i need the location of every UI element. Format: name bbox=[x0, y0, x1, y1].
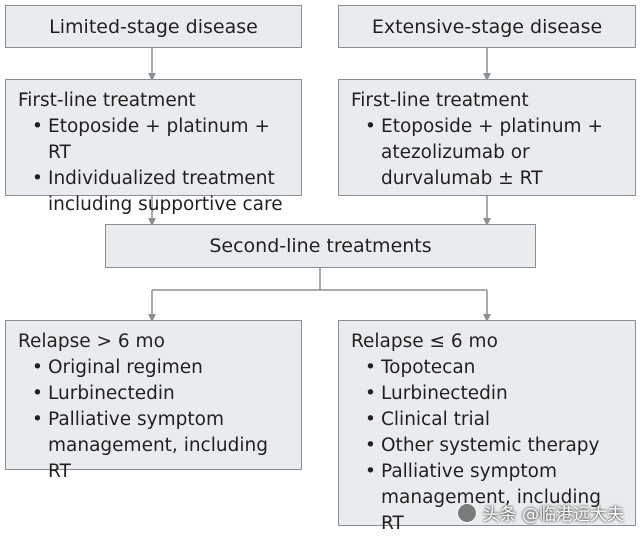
bullet-icon: • bbox=[365, 461, 376, 482]
list-item-line: Etoposide + platinum + bbox=[381, 116, 603, 137]
limited-stage-title: Limited-stage disease bbox=[49, 15, 258, 38]
list-item-line: Etoposide + platinum + RT bbox=[48, 116, 270, 163]
first-line-limited-box: First-line treatment •Etoposide + platin… bbox=[5, 79, 302, 215]
relapse-over-6mo-box: Relapse > 6 mo •Original regimen•Lurbine… bbox=[5, 320, 302, 482]
list-item: •Other systemic therapy bbox=[365, 433, 623, 459]
limited-stage-box: Limited-stage disease bbox=[5, 5, 302, 48]
list-item-line: management, including RT bbox=[381, 487, 601, 534]
list-item-line: Original regimen bbox=[48, 357, 203, 378]
first-line-extensive-list: •Etoposide + platinum + atezolizumab or du… bbox=[351, 114, 623, 192]
relapse-within-6mo-list: •Topotecan•Lurbinectedin•Clinical trial•… bbox=[351, 355, 623, 537]
watermark-logo-icon bbox=[456, 502, 477, 523]
first-line-limited-heading: First-line treatment bbox=[18, 90, 196, 111]
first-line-extensive-box: First-line treatment •Etoposide + platin… bbox=[338, 79, 636, 196]
list-item: •Individualized treatment including suppo… bbox=[32, 166, 289, 218]
bullet-icon: • bbox=[32, 168, 43, 189]
bullet-icon: • bbox=[32, 116, 43, 137]
relapse-over-6mo-heading: Relapse > 6 mo bbox=[18, 331, 165, 352]
relapse-over-6mo-list: •Original regimen•Lurbinectedin•Palliati… bbox=[18, 355, 289, 485]
list-item: •Lurbinectedin bbox=[365, 381, 623, 407]
list-item-line: including supportive care bbox=[48, 194, 283, 215]
bullet-icon: • bbox=[365, 383, 376, 404]
first-line-limited-list: •Etoposide + platinum + RT•Individualize… bbox=[18, 114, 289, 218]
bullet-icon: • bbox=[365, 116, 376, 137]
first-line-extensive-heading: First-line treatment bbox=[351, 90, 529, 111]
list-item: •Clinical trial bbox=[365, 407, 623, 433]
list-item: •Palliative symptom management, including… bbox=[32, 407, 289, 485]
list-item-line: durvalumab ± RT bbox=[381, 168, 543, 189]
list-item: •Palliative symptom management, including… bbox=[365, 459, 623, 537]
relapse-within-6mo-box: Relapse ≤ 6 mo •Topotecan•Lurbinectedin•… bbox=[338, 320, 636, 534]
list-item: •Lurbinectedin bbox=[32, 381, 289, 407]
list-item-line: atezolizumab or bbox=[381, 142, 530, 163]
bullet-icon: • bbox=[365, 357, 376, 378]
list-item: •Etoposide + platinum + atezolizumab or du… bbox=[365, 114, 623, 192]
watermark-text: 头条 @临港远大夫 bbox=[482, 505, 624, 525]
list-item-line: Palliative symptom bbox=[48, 409, 224, 430]
extensive-stage-box: Extensive-stage disease bbox=[338, 5, 636, 48]
list-item: •Etoposide + platinum + RT bbox=[32, 114, 289, 166]
list-item: •Original regimen bbox=[32, 355, 289, 381]
second-line-box: Second-line treatments bbox=[105, 224, 536, 268]
second-line-title: Second-line treatments bbox=[209, 235, 432, 257]
list-item-line: Other systemic therapy bbox=[381, 435, 600, 456]
bullet-icon: • bbox=[365, 409, 376, 430]
list-item-line: Lurbinectedin bbox=[48, 383, 175, 404]
list-item-line: Lurbinectedin bbox=[381, 383, 508, 404]
list-item-line: Palliative symptom bbox=[381, 461, 557, 482]
list-item-line: Clinical trial bbox=[381, 409, 491, 430]
list-item-line: management, including RT bbox=[48, 435, 268, 482]
watermark: 头条 @临港远大夫 bbox=[456, 500, 624, 525]
bullet-icon: • bbox=[365, 435, 376, 456]
relapse-within-6mo-heading: Relapse ≤ 6 mo bbox=[351, 331, 498, 352]
bullet-icon: • bbox=[32, 357, 43, 378]
bullet-icon: • bbox=[32, 409, 43, 430]
bullet-icon: • bbox=[32, 383, 43, 404]
extensive-stage-title: Extensive-stage disease bbox=[371, 15, 603, 38]
list-item: •Topotecan bbox=[365, 355, 623, 381]
list-item-line: Topotecan bbox=[381, 357, 476, 378]
list-item-line: Individualized treatment bbox=[48, 168, 275, 189]
